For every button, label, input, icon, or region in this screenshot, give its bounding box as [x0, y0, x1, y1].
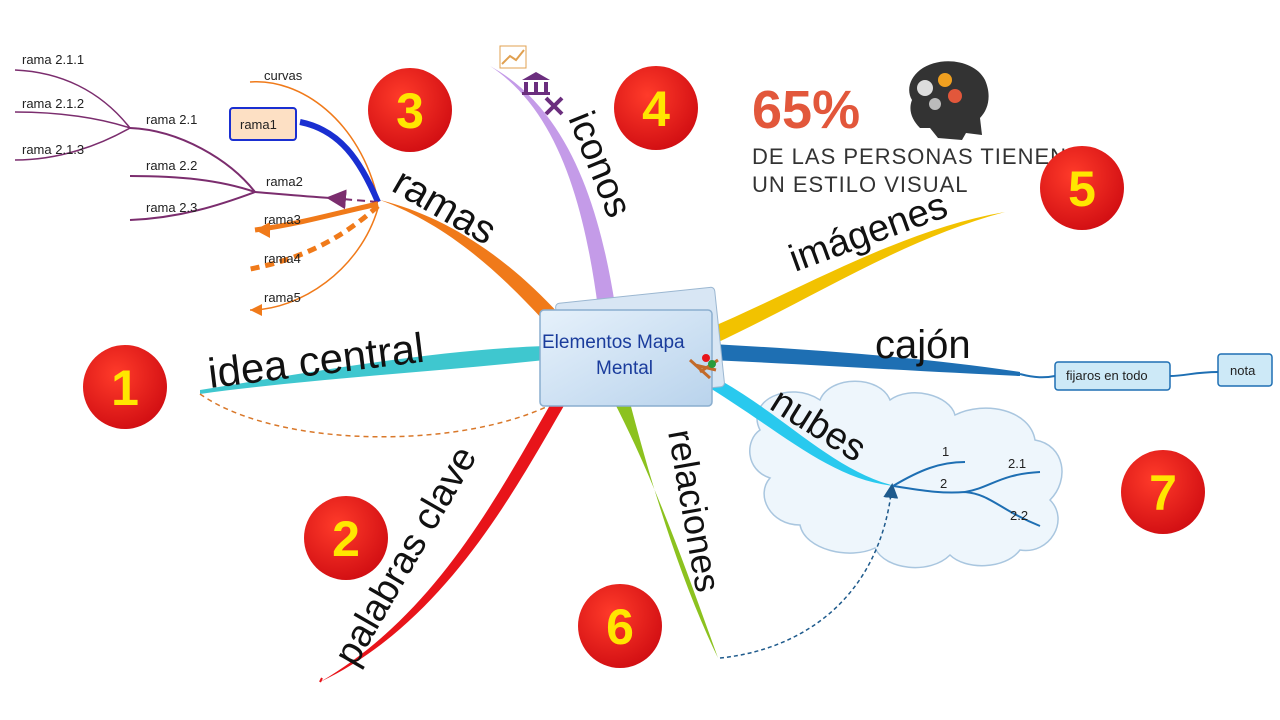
label-rama5: rama5 [264, 290, 301, 305]
label-rama-2-1: rama 2.1 [146, 112, 197, 127]
ramas-subtree [14, 69, 381, 316]
label-rama-2-3: rama 2.3 [146, 200, 197, 215]
branch-cajon [710, 344, 1020, 376]
number-badge-5: 5 [1040, 146, 1124, 230]
number-badge-2: 2 [304, 496, 388, 580]
cajon-box-nota [1217, 353, 1273, 387]
bank-icon [522, 72, 550, 95]
compress-arrows-icon [544, 96, 564, 116]
svg-text:3: 3 [396, 83, 424, 139]
label-rama4: rama4 [264, 251, 301, 266]
label-nubes-2-1: 2.1 [1008, 456, 1026, 471]
center-title-line2: Mental [596, 358, 653, 379]
nubes-subtree [892, 461, 1041, 527]
head-gears-icon [909, 61, 989, 140]
branch-idea-central [200, 346, 545, 394]
number-badge-1: 1 [83, 345, 167, 429]
label-rama1: rama1 [240, 117, 277, 132]
center-title-line1: Elementos Mapa [542, 332, 685, 353]
rama5-link [249, 207, 379, 311]
label-rama2: rama2 [266, 174, 303, 189]
svg-text:4: 4 [642, 81, 670, 137]
center-node [539, 286, 725, 407]
svg-text:7: 7 [1149, 465, 1177, 521]
rama1-link [299, 119, 381, 204]
nubes-cloud [749, 380, 1063, 569]
label-nubes-1: 1 [942, 444, 949, 459]
number-badge-7: 7 [1121, 450, 1205, 534]
label-ramas: ramas [386, 160, 504, 254]
idea-central-dashed-link [199, 393, 561, 438]
label-nubes-2-2: 2.2 [1010, 508, 1028, 523]
curvas-curve [249, 81, 379, 201]
branch-palabras-clave [320, 388, 572, 682]
svg-text:6: 6 [606, 599, 634, 655]
number-badge-6: 6 [578, 584, 662, 668]
label-rama-2-2: rama 2.2 [146, 158, 197, 173]
label-relaciones: relaciones [660, 426, 729, 595]
label-rama-2-1-1: rama 2.1.1 [22, 52, 84, 67]
branch-imagenes [705, 212, 1005, 345]
number-badge-3: 3 [368, 68, 452, 152]
rama1-box [229, 107, 297, 141]
label-curvas: curvas [264, 68, 303, 83]
label-nubes-2: 2 [940, 476, 947, 491]
label-imagenes: imágenes [784, 185, 953, 281]
label-rama-2-1-2: rama 2.1.2 [22, 96, 84, 111]
number-badge-4: 4 [614, 66, 698, 150]
label-rama3: rama3 [264, 212, 301, 227]
stat-line2: UN ESTILO VISUAL [752, 172, 969, 197]
label-nota: nota [1230, 363, 1256, 378]
label-rama-2-1-3: rama 2.1.3 [22, 142, 84, 157]
branch-relaciones [612, 395, 718, 658]
label-cajon: cajón [875, 323, 971, 367]
stat-line1: DE LAS PERSONAS TIENEN [752, 144, 1067, 169]
branch-iconos [490, 66, 615, 308]
cajon-box-fijaros [1054, 361, 1171, 391]
svg-text:2: 2 [332, 511, 360, 567]
stat-percent: 65% [752, 80, 860, 140]
svg-text:1: 1 [111, 360, 139, 416]
branch-nubes [700, 372, 895, 486]
label-idea-central: idea central [205, 324, 426, 397]
label-fijaros-en-todo: fijaros en todo [1066, 368, 1148, 383]
rama4-link [244, 204, 380, 273]
svg-text:5: 5 [1068, 161, 1096, 217]
relaciones-dashed-link [719, 483, 899, 659]
chart-icon [499, 45, 527, 69]
